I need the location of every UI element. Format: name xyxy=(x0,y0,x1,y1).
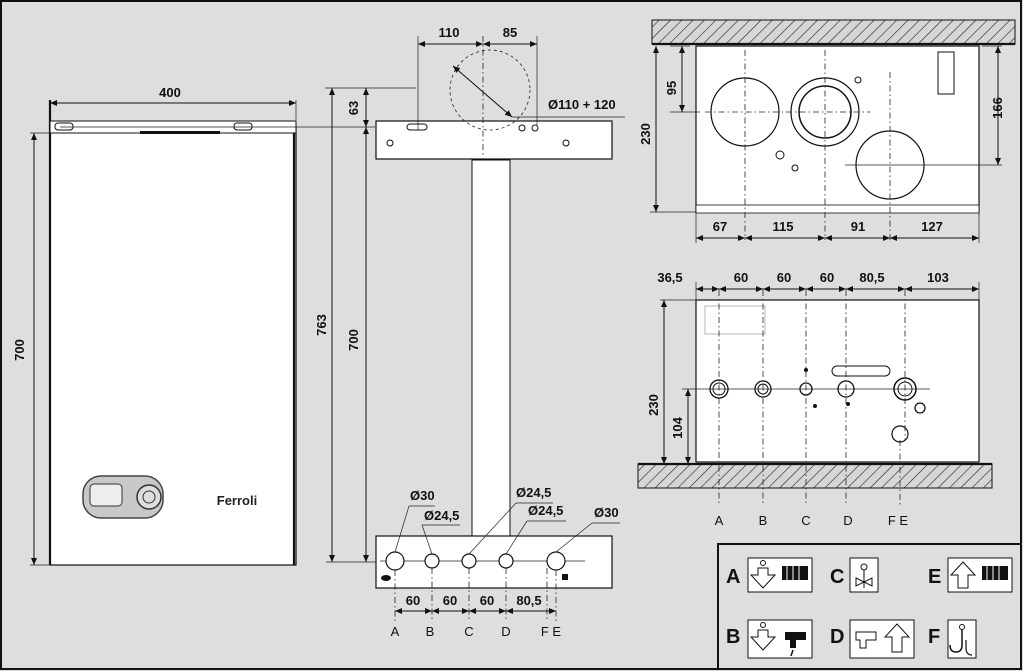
bottom-dim-36-5: 36,5 xyxy=(657,270,682,285)
bottom-dim-60a: 60 xyxy=(734,270,748,285)
legend: A C E B xyxy=(717,543,1022,670)
bottom-view: 36,5 60 60 60 80,5 103 230 104 A B C D F… xyxy=(637,270,993,528)
legend-letter-a: A xyxy=(726,566,740,588)
top-dim-166: 166 xyxy=(990,97,1005,119)
bottom-dim-60c: 60 xyxy=(820,270,834,285)
dim-110: 110 xyxy=(439,25,460,40)
front-view: 400 700 Ferroli xyxy=(12,85,297,566)
conn-label-e: Ø30 xyxy=(594,505,619,520)
bottom-letter-b: B xyxy=(759,513,768,528)
top-dim-230: 230 xyxy=(638,123,653,145)
bottom-letter-c: C xyxy=(801,513,810,528)
legend-letter-f: F xyxy=(928,626,940,648)
gas-tap-icon xyxy=(849,557,879,593)
legend-letter-d: D xyxy=(830,626,844,648)
heating-flow-icon xyxy=(747,557,813,593)
top-view: 95 230 166 67 115 91 127 xyxy=(638,19,1016,243)
front-width-dim: 400 xyxy=(159,85,181,100)
conn-label-c: Ø24,5 xyxy=(516,485,551,500)
side-letter-b: B xyxy=(426,624,435,639)
side-letter-d: D xyxy=(501,624,510,639)
side-view: Ø110 + 120 110 85 763 63 700 xyxy=(314,25,625,639)
safety-drain-icon xyxy=(947,619,977,659)
side-dim-3: 60 xyxy=(480,593,494,608)
bottom-dim-104: 104 xyxy=(670,416,685,438)
dim-700-side: 700 xyxy=(346,329,361,351)
side-letter-a: A xyxy=(391,624,400,639)
legend-letter-c: C xyxy=(830,566,844,588)
bottom-dim-230: 230 xyxy=(646,394,661,416)
side-dim-4: 80,5 xyxy=(516,593,541,608)
side-dim-1: 60 xyxy=(406,593,420,608)
top-dim-67: 67 xyxy=(713,219,727,234)
bottom-letter-a: A xyxy=(715,513,724,528)
side-dim-2: 60 xyxy=(443,593,457,608)
top-dim-95: 95 xyxy=(664,81,679,95)
bottom-dim-103: 103 xyxy=(927,270,949,285)
conn-label-d: Ø24,5 xyxy=(528,503,563,518)
bottom-letter-d: D xyxy=(843,513,852,528)
top-dim-91: 91 xyxy=(851,219,865,234)
legend-letter-e: E xyxy=(928,566,941,588)
brand-logo: Ferroli xyxy=(217,493,257,508)
flue-diameter-dim: Ø110 + 120 xyxy=(548,97,616,112)
bottom-dim-80-5: 80,5 xyxy=(859,270,884,285)
side-letter-c: C xyxy=(464,624,473,639)
connection-plate xyxy=(375,535,613,589)
bottom-dim-60b: 60 xyxy=(777,270,791,285)
side-letter-fe: F E xyxy=(541,624,562,639)
dim-63: 63 xyxy=(346,101,361,115)
bottom-letter-fe: F E xyxy=(888,513,909,528)
legend-letter-b: B xyxy=(726,626,740,648)
top-dim-115: 115 xyxy=(773,219,794,234)
conn-label-b: Ø24,5 xyxy=(424,508,459,523)
cold-water-inlet-icon xyxy=(849,619,915,659)
hot-water-outlet-icon xyxy=(747,619,813,659)
front-height-dim: 700 xyxy=(12,339,27,361)
conn-label-a: Ø30 xyxy=(410,488,435,503)
dim-85: 85 xyxy=(503,25,517,40)
dim-763: 763 xyxy=(314,314,329,336)
heating-return-icon xyxy=(947,557,1013,593)
top-dim-127: 127 xyxy=(921,219,943,234)
boiler-bottom-outline xyxy=(695,299,980,463)
